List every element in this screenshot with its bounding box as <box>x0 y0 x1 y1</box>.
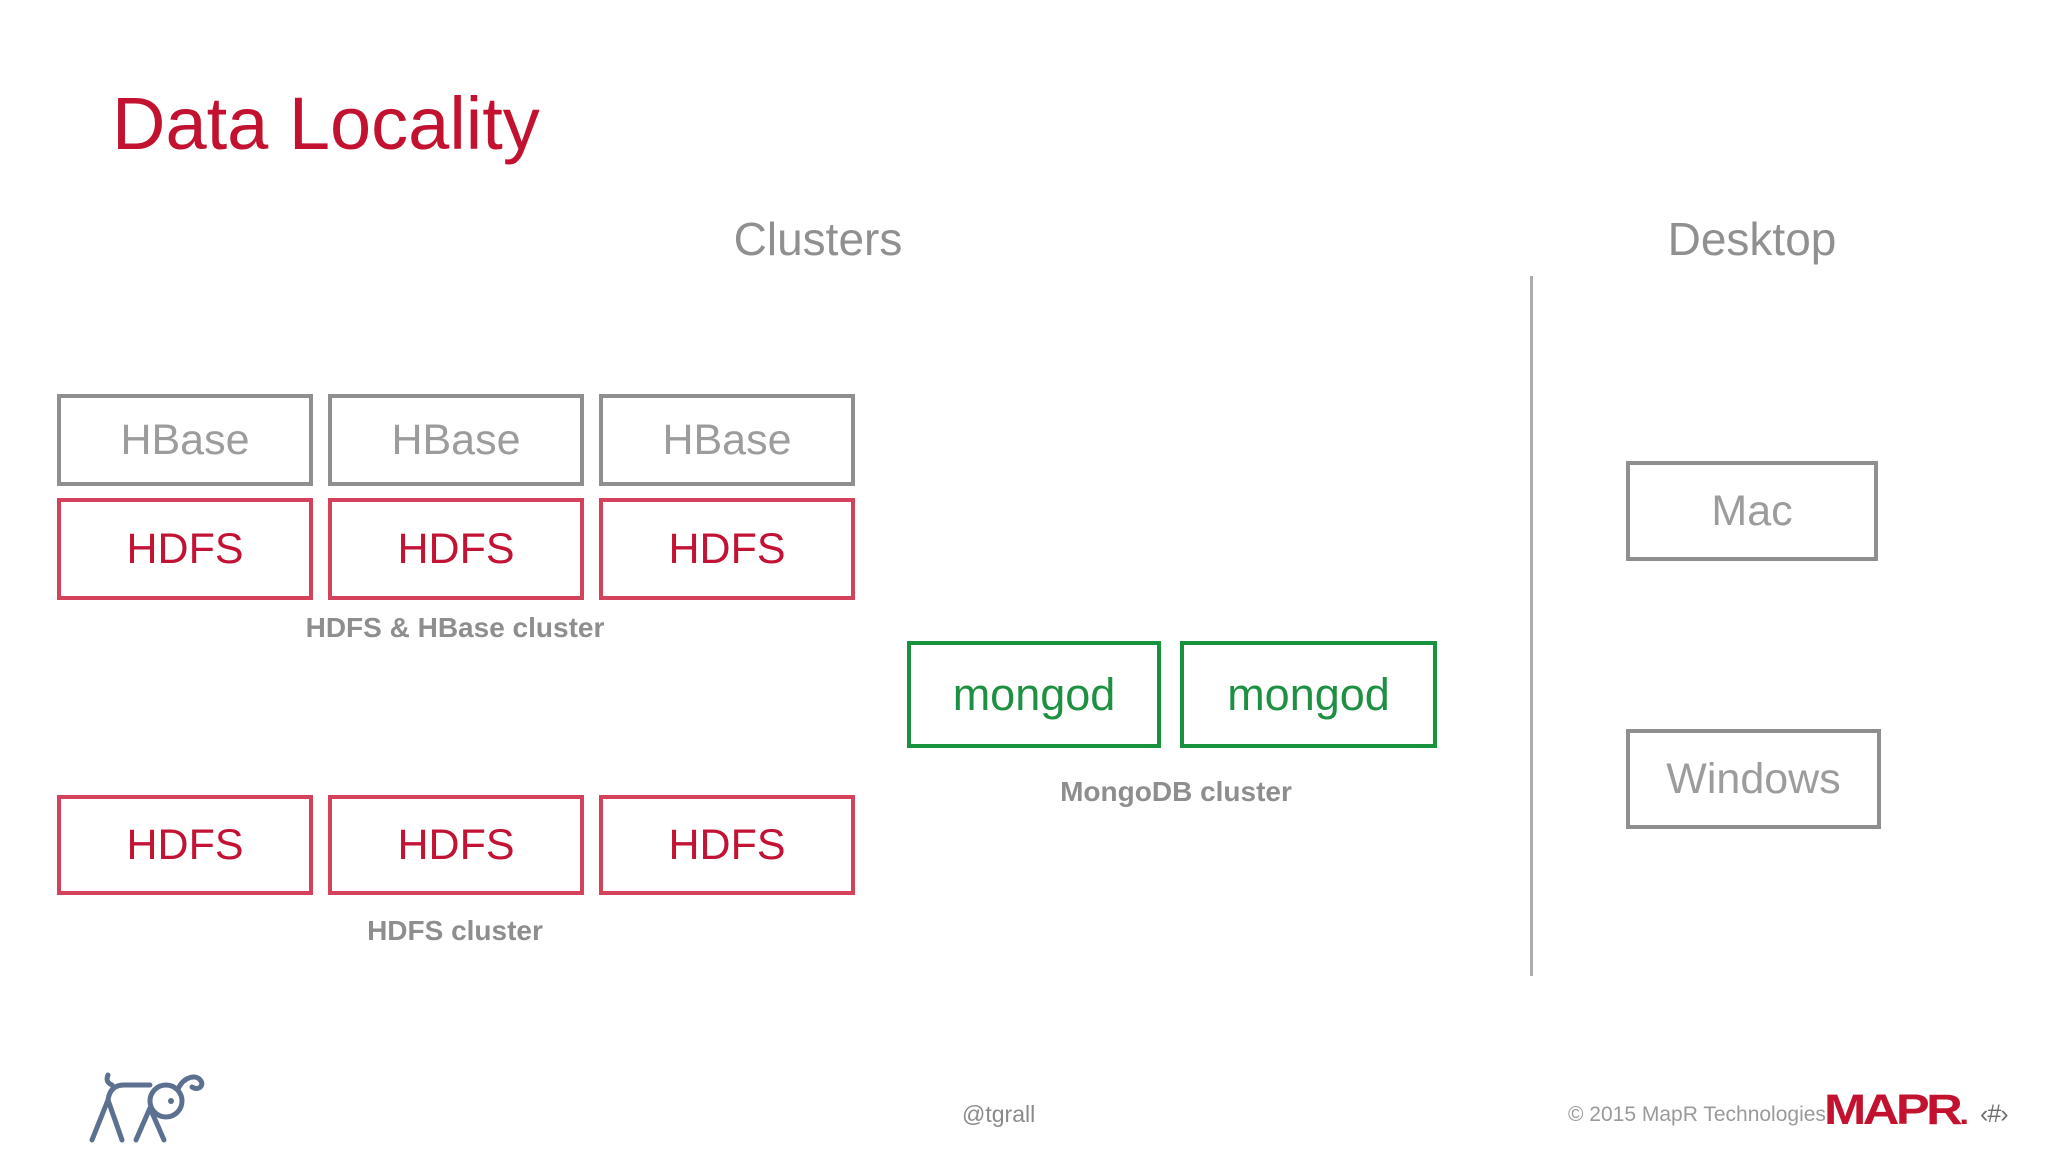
windows-machine-box: Windows <box>1626 729 1881 829</box>
hdfs-cluster2-node-box-3: HDFS <box>599 795 855 895</box>
section-divider-line <box>1530 276 1533 976</box>
elephant-icon <box>78 1072 218 1153</box>
hdfs-cluster-label: HDFS cluster <box>367 915 543 946</box>
slide-title: Data Locality <box>112 82 540 165</box>
page-number-placeholder: ‹#› <box>1980 1100 2009 1128</box>
hdfs-cluster2-node-box-2: HDFS <box>328 795 584 895</box>
mac-machine-box: Mac <box>1626 461 1878 561</box>
mongod-node-box-1: mongod <box>907 641 1161 748</box>
copyright-text: © 2015 MapR Technologies <box>1568 1103 1826 1126</box>
hdfs-node-box-3: HDFS <box>599 498 855 600</box>
mongodb-cluster-label: MongoDB cluster <box>1060 776 1292 807</box>
hbase-node-box-1: HBase <box>57 394 313 486</box>
hbase-node-box-3: HBase <box>599 394 855 486</box>
mapr-logo: MAPR. <box>1824 1086 1969 1135</box>
hdfs-cluster2-node-box-1: HDFS <box>57 795 313 895</box>
mapr-logo-text: MAPR <box>1824 1086 1963 1134</box>
hdfs-node-box-1: HDFS <box>57 498 313 600</box>
mongod-node-box-2: mongod <box>1180 641 1437 748</box>
twitter-handle: @tgrall <box>962 1101 1036 1127</box>
desktop-section-header: Desktop <box>1667 213 1837 265</box>
hdfs-hbase-cluster-label: HDFS & HBase cluster <box>305 612 605 643</box>
hdfs-node-box-2: HDFS <box>328 498 584 600</box>
clusters-section-header: Clusters <box>733 213 903 265</box>
hbase-node-box-2: HBase <box>328 394 584 486</box>
mapr-logo-dot: . <box>1959 1098 1969 1131</box>
